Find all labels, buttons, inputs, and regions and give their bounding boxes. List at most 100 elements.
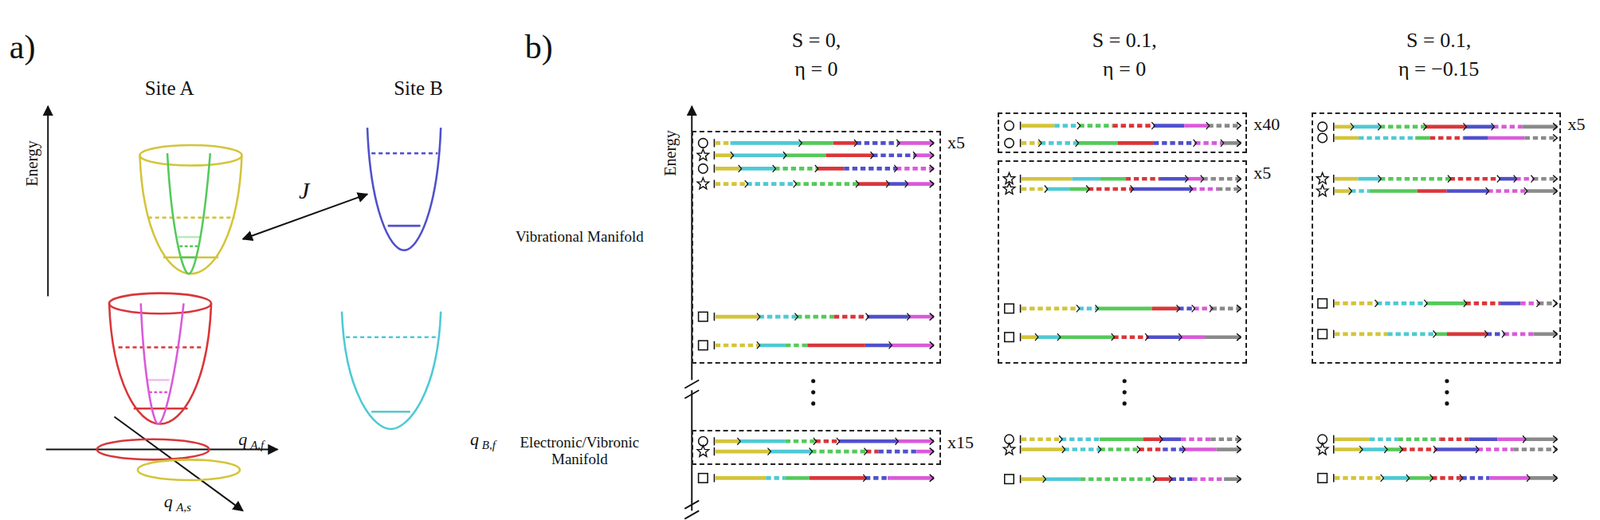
site-label: Site B [393,78,444,101]
population-segment [915,152,934,157]
state-symbol [1316,443,1329,455]
bar-arrow [1236,445,1241,453]
state-symbol [1316,184,1329,197]
bar-tick [1019,444,1022,453]
population-segment [1415,136,1431,141]
bar-arrow [1552,175,1557,183]
population-segment [1358,176,1381,181]
bar-arrow [1130,185,1134,193]
population-segment [1520,301,1539,306]
population-segment [1155,476,1172,481]
population-segment [1431,475,1462,480]
population-segment [867,314,910,319]
population-segment [1450,176,1500,181]
bar-arrow [929,474,934,482]
dashed-group-box: x15 [691,429,941,465]
axis-label: q [238,429,248,449]
bar-arrow [1526,474,1530,482]
bar-arrow [730,151,734,159]
population-segment [866,449,879,454]
state-symbol [698,164,709,174]
population-segment [1397,436,1440,441]
population-segment [1195,141,1223,146]
population-segment [746,181,796,186]
population-segment [1439,436,1469,441]
bar-arrow [1447,175,1451,183]
population-segment [1061,436,1100,441]
population-segment [1465,301,1500,306]
bar-arrow [1491,122,1495,130]
population-segment [1222,141,1241,146]
bar-arrow [929,139,934,147]
bar-arrow [1349,187,1353,195]
bar-arrow [1209,304,1213,312]
population-segment [1533,332,1558,337]
population-segment [1152,306,1179,311]
bar-arrow [1406,474,1410,482]
population-segment [1078,306,1099,311]
population-segment [758,343,786,348]
population-segment [1180,436,1211,441]
state-symbol [1004,121,1015,131]
bar-arrow [1423,122,1427,130]
bar-arrow [929,151,934,159]
bar-arrow [1111,333,1115,341]
population-segment [715,166,742,171]
population-segment [785,439,816,444]
population-segment [800,141,834,146]
population-segment [809,475,866,480]
population-segment [1497,436,1525,441]
population-segment [1334,436,1370,441]
population-segment [1021,334,1038,339]
bar-arrow [1350,122,1354,130]
population-segment [1369,188,1418,193]
bar-tick [713,341,716,350]
population-segment [1387,332,1436,337]
population-segment [715,439,740,444]
bar-arrow [1377,122,1381,130]
population-segment [890,343,934,348]
bar-arrow [1236,185,1241,193]
population-segment [1515,176,1534,181]
bar-arrow [1359,445,1363,453]
population-segment [1191,187,1218,192]
bar-tick [1019,304,1022,313]
bar-arrow [1236,333,1241,341]
population-segment [1143,436,1162,441]
bar-arrow [1206,121,1210,130]
bar-arrow [929,447,934,455]
bar-arrow [1552,299,1557,307]
population-segment [1538,301,1557,306]
bar-arrow [1062,445,1066,453]
state-symbol [1317,329,1328,339]
bar-arrow [1236,175,1241,183]
population-segment [816,166,844,171]
population-segment [1407,475,1432,480]
population-segment [715,314,760,319]
population-segment [1524,136,1557,141]
population-segment [815,439,839,444]
state-symbol [1317,298,1328,309]
bar-arrow [1484,329,1488,338]
population-segment [1425,125,1466,130]
bar-arrow [1168,474,1173,483]
population-segment [1503,332,1534,337]
bar-arrow [1077,121,1081,130]
bar-tick [1333,435,1335,444]
population-segment [1178,306,1194,311]
population-segment [1401,447,1436,451]
population-segment [1160,176,1188,181]
coupling-label: J [298,176,310,204]
population-segment [1465,125,1494,130]
bar-arrow [1035,333,1039,341]
bar-arrow [767,447,771,455]
bar-arrow [1038,139,1042,147]
bar-tick [1019,174,1022,183]
bar-arrow [1200,175,1204,183]
population-segment [1334,188,1351,193]
bar-arrow [1552,445,1557,453]
population-segment [1529,475,1558,480]
population-segment [1077,141,1118,146]
bar-arrow [1043,474,1047,483]
bar-tick [1333,186,1335,195]
